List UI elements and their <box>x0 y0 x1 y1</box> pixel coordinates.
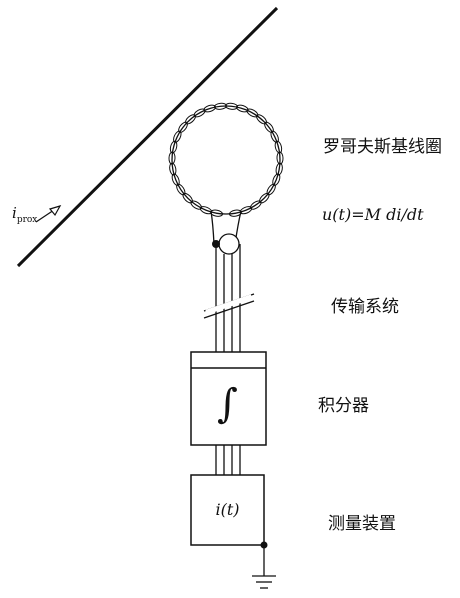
coil-turn <box>168 151 176 165</box>
current-symbol: i <box>12 204 17 222</box>
coil-turn <box>210 209 224 217</box>
coil-turn <box>276 151 284 165</box>
transmission-cable <box>215 244 241 352</box>
measurement-box <box>190 474 265 546</box>
coil-turn <box>270 130 279 143</box>
current-subscript: prox <box>16 215 38 225</box>
formula-label: u(t)=M di/dt <box>322 205 424 224</box>
coil-terminal-loop <box>218 233 240 255</box>
measurement-symbol: i(t) <box>215 500 240 519</box>
coil-turn <box>259 192 270 204</box>
rogowski-coil <box>171 105 281 245</box>
integrator-output-lines <box>215 445 241 475</box>
coil-turn <box>203 104 216 113</box>
coil-turn <box>169 140 178 154</box>
coil-turn <box>236 104 249 113</box>
coil-turn <box>256 114 267 125</box>
integrator-label: 积分器 <box>318 396 369 416</box>
coil-turn <box>264 121 274 133</box>
coil-turn <box>185 114 196 125</box>
coil-winding-turns <box>168 102 284 217</box>
primary-conductor <box>16 6 279 268</box>
coil-turn <box>169 162 177 176</box>
coil-turn <box>199 206 213 215</box>
current-arrow <box>35 205 62 223</box>
ground-symbol <box>252 541 276 589</box>
integrator-box <box>190 351 267 446</box>
coil-turn <box>214 102 227 110</box>
current-label: iprox <box>12 204 37 225</box>
coil-turn <box>228 209 242 217</box>
coil-label: 罗哥夫斯基线圈 <box>323 137 442 157</box>
transmission-label: 传输系统 <box>331 297 399 317</box>
coil-turn <box>176 183 186 196</box>
coil-turn <box>239 206 253 215</box>
coil-turn <box>173 130 182 143</box>
coil-turn <box>250 200 262 210</box>
coil-turn <box>272 173 281 186</box>
measurement-label: 测量装置 <box>328 514 396 534</box>
coil-turn <box>266 183 276 196</box>
coil-turn <box>190 200 202 210</box>
coil-turn <box>275 162 283 176</box>
coil-turn <box>246 108 259 118</box>
coil-turn <box>178 121 188 133</box>
coil-turn <box>274 140 283 154</box>
coil-turn <box>171 173 180 186</box>
integral-symbol: ∫ <box>217 381 238 427</box>
coil-turn <box>193 108 206 118</box>
coil-turn <box>182 192 193 204</box>
coil-turn <box>225 102 238 110</box>
